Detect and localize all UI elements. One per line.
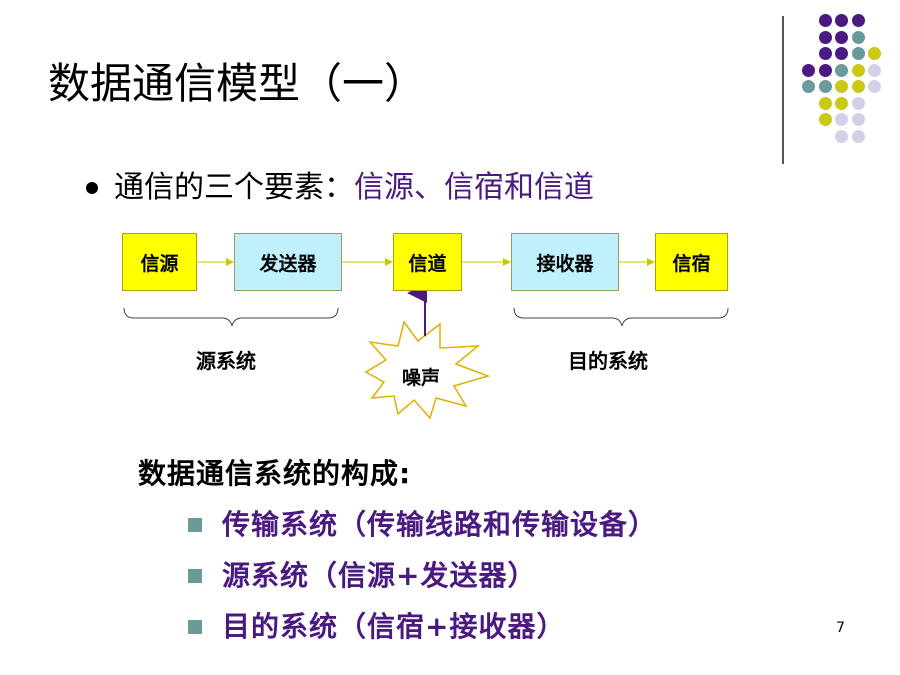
decorative-dot (802, 63, 815, 77)
decorative-dot (851, 47, 865, 60)
decorative-dot (868, 63, 881, 77)
source-box: 信源 (122, 233, 197, 291)
decorative-dot (851, 96, 865, 110)
decorative-dot (851, 63, 865, 77)
elements-bullet-prefix: 通信的三个要素： (114, 170, 354, 205)
decorative-dot (868, 80, 881, 93)
decorative-dot (868, 47, 881, 60)
decorative-dot (835, 129, 848, 143)
composition-item: 源系统（信源+发送器） (222, 559, 537, 592)
title-divider (782, 16, 784, 164)
decorative-dot (818, 30, 832, 44)
decorative-dot (818, 96, 832, 110)
channel-box: 信道 (393, 233, 462, 291)
destination-system-label: 目的系统 (568, 349, 648, 373)
elements-bullet-highlight: 信源、信宿和信道 (354, 170, 594, 205)
source-system-label: 源系统 (196, 349, 256, 373)
sink-box: 信宿 (655, 233, 728, 291)
composition-item: 传输系统（传输线路和传输设备） (222, 508, 658, 541)
square-bullet-icon (188, 620, 202, 634)
decorative-dot (818, 113, 832, 126)
decorative-dot (851, 30, 865, 44)
decorative-dot (835, 63, 848, 77)
decorative-dot (835, 47, 848, 60)
decorative-dot (818, 80, 832, 93)
decorative-dot (802, 80, 815, 93)
noise-starburst-icon (364, 320, 491, 420)
decorative-dot (851, 14, 865, 27)
decorative-dot (835, 30, 848, 44)
decorative-dot (851, 129, 865, 143)
decorative-dot (835, 113, 848, 126)
receiver-box: 接收器 (511, 233, 619, 291)
decorative-dot (818, 63, 832, 77)
decorative-dot (851, 80, 865, 93)
slide-title: 数据通信模型（一） (48, 59, 427, 108)
square-bullet-icon (188, 569, 202, 583)
decorative-dot (851, 113, 865, 126)
transmitter-box: 发送器 (234, 233, 342, 291)
brace-source-system (123, 307, 339, 327)
decorative-dot (818, 14, 832, 27)
bullet-dot-icon (86, 182, 98, 194)
decorative-dot (835, 80, 848, 93)
composition-item: 目的系统（信宿+接收器） (222, 610, 566, 643)
noise-label: 噪声 (402, 367, 441, 389)
decorative-dot (835, 14, 848, 27)
composition-heading: 数据通信系统的构成: (138, 457, 412, 490)
decorative-dot (835, 96, 848, 110)
decorative-dot (818, 47, 832, 60)
page-number: 7 (836, 620, 845, 636)
brace-destination-system (513, 307, 729, 327)
square-bullet-icon (188, 518, 202, 532)
elements-bullet: 通信的三个要素：信源、信宿和信道 (114, 168, 594, 208)
